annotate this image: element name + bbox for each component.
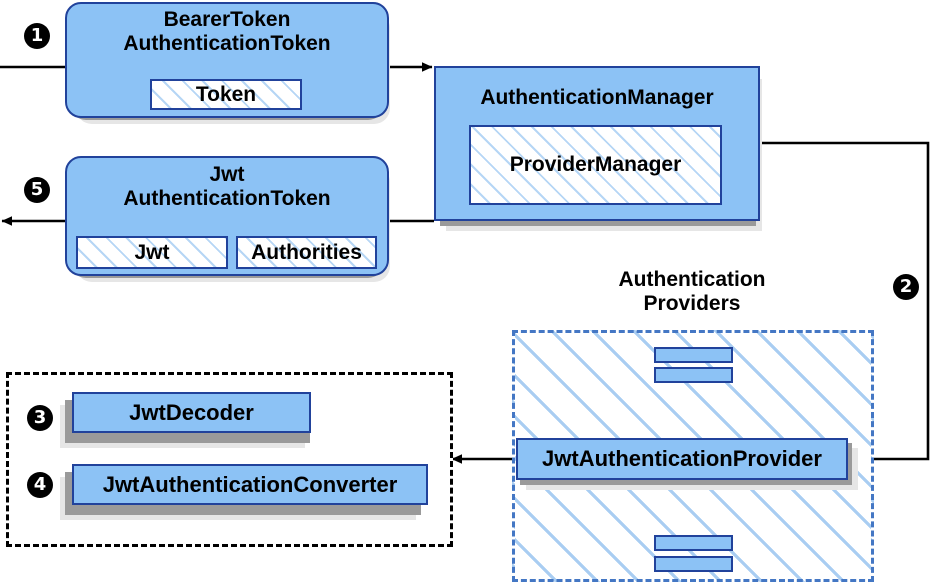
step-marker-3-number: 3 (33, 407, 47, 428)
provider-stack-bar-bottom-1 (654, 535, 733, 551)
bearer-token-authentication-token-title: BearerToken AuthenticationToken (65, 8, 389, 55)
authentication-providers-caption-line2: Providers (643, 291, 741, 315)
jwt-authentication-provider-label: JwtAuthenticationProvider (542, 446, 822, 471)
bearer-token-title-line2: AuthenticationToken (123, 31, 331, 55)
authentication-providers-caption-line1: Authentication (618, 268, 766, 291)
jwt-authentication-converter-box[interactable]: JwtAuthenticationConverter (72, 464, 428, 505)
jwt-token-title-line2: AuthenticationToken (123, 186, 331, 210)
step-marker-4: 4 (27, 472, 53, 498)
authentication-manager-title-text: AuthenticationManager (480, 86, 714, 109)
provider-manager-label: ProviderManager (509, 153, 682, 176)
jwt-authentication-provider-box[interactable]: JwtAuthenticationProvider (516, 438, 848, 480)
step-marker-1-number: 1 (30, 25, 44, 46)
jwt-authentication-converter-label: JwtAuthenticationConverter (102, 471, 398, 497)
step-marker-3: 3 (27, 405, 53, 431)
step-marker-4-number: 4 (33, 474, 47, 495)
step-marker-1: 1 (24, 23, 50, 49)
jwt-token-title-line1: Jwt (209, 163, 245, 186)
authentication-providers-caption: Authentication Providers (512, 268, 872, 315)
jwt-token-inner-authorities-box: Authorities (236, 236, 377, 269)
provider-stack-bar-top-2 (654, 367, 733, 383)
jwt-authentication-token-title: Jwt AuthenticationToken (65, 163, 389, 210)
jwt-token-inner-authorities-label: Authorities (251, 240, 362, 264)
jwt-token-inner-jwt-label: Jwt (134, 240, 170, 264)
step-marker-5-number: 5 (30, 179, 44, 200)
bearer-token-inner-token-box: Token (150, 79, 302, 110)
step-marker-5: 5 (24, 177, 50, 203)
jwt-decoder-box[interactable]: JwtDecoder (72, 392, 311, 433)
jwt-token-inner-jwt-box: Jwt (76, 236, 228, 269)
provider-stack-bar-top-1 (654, 347, 733, 363)
step-marker-2: 2 (893, 274, 919, 300)
bearer-token-title-line1: BearerToken (163, 8, 291, 31)
authentication-manager-title: AuthenticationManager (434, 86, 760, 110)
bearer-token-inner-token-label: Token (195, 82, 257, 106)
step-marker-2-number: 2 (899, 276, 913, 297)
provider-stack-bar-bottom-2 (654, 556, 733, 572)
authentication-manager-inner-provider-manager-box: ProviderManager (469, 125, 722, 205)
jwt-decoder-label: JwtDecoder (129, 399, 254, 425)
